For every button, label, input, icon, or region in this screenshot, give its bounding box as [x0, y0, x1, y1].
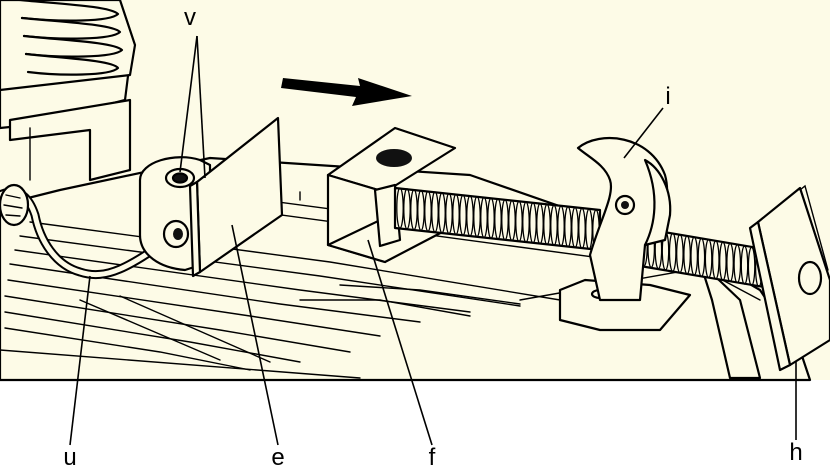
thread-ring — [704, 238, 713, 279]
handle-knob-h — [748, 184, 830, 372]
thread-ring — [690, 236, 699, 276]
label-f: f — [429, 444, 436, 471]
thread-ring — [676, 233, 684, 274]
thread-ring — [747, 246, 756, 287]
label-e: e — [271, 444, 284, 471]
plate-e — [188, 116, 284, 278]
clamp-jaw-f — [326, 126, 457, 264]
cable-u — [0, 183, 185, 280]
spring-housing — [0, 0, 137, 182]
thread-ring — [711, 240, 720, 280]
thread-ring — [733, 244, 742, 284]
thread-ring — [668, 232, 677, 272]
thread-ring — [719, 241, 727, 281]
label-u: u — [63, 444, 76, 471]
leader-lines — [69, 35, 797, 446]
thread-ring — [683, 235, 691, 275]
right-arrow-icon — [281, 78, 412, 106]
label-v: v — [184, 4, 196, 31]
label-i: i — [665, 83, 670, 110]
coil-spring — [18, 0, 124, 76]
callout-labels: v i u e f h — [63, 4, 802, 471]
label-h: h — [789, 439, 802, 466]
thread-ring — [740, 245, 749, 285]
thread-ring — [726, 242, 734, 283]
thread-ring — [697, 237, 706, 278]
